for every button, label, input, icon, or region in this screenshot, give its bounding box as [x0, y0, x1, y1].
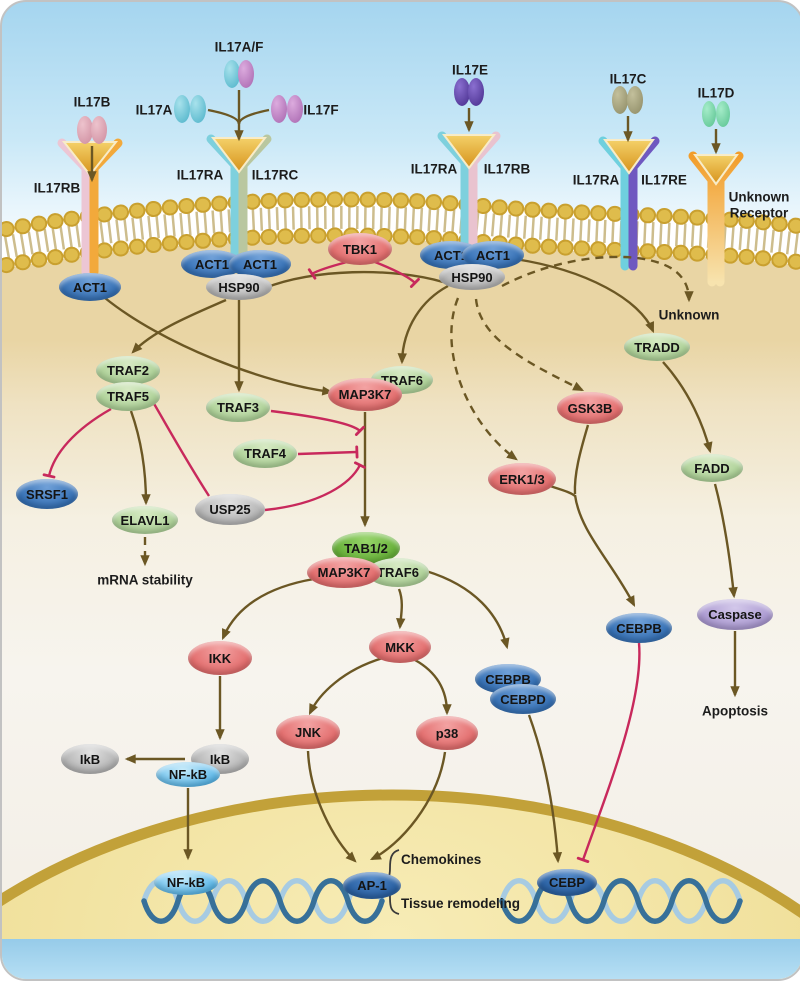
label-mrna-stability: mRNA stability [97, 572, 193, 588]
label-il17ra-r2: IL17RA [176, 167, 224, 183]
node-elavl1: ELAVL1 [112, 506, 178, 534]
node-hsp90-2: HSP90 [439, 264, 505, 290]
ligand-il17e-icon [454, 78, 484, 106]
node-jnk: JNK [276, 715, 340, 749]
activation-arrows [87, 90, 740, 864]
node-traf4: TRAF4 [233, 439, 297, 468]
node-srsf1: SRSF1 [16, 479, 78, 509]
label-il17rb-r1: IL17RB [33, 180, 81, 196]
node-map3k7-lower: MAP3K7 [307, 557, 381, 588]
label-unknown: Unknown [658, 307, 720, 323]
label-il17f: IL17F [303, 102, 339, 118]
plasma-membrane-icon [2, 191, 800, 274]
label-il17a: IL17A [135, 102, 173, 118]
ligand-il17b-icon [77, 116, 107, 144]
inhibition-lines [42, 260, 641, 864]
label-il17e: IL17E [451, 62, 489, 78]
receptor-il17rb [57, 138, 123, 277]
node-tradd: TRADD [624, 333, 690, 361]
receptor-unknown [688, 151, 744, 287]
node-map3k7-upper: MAP3K7 [328, 378, 402, 411]
label-apoptosis: Apoptosis [702, 703, 768, 719]
ligand-il17d-icon [702, 101, 730, 127]
node-ikk: IKK [188, 641, 252, 675]
label-il17d: IL17D [697, 85, 735, 101]
label-il17rb-r3: IL17RB [483, 161, 531, 177]
node-traf3: TRAF3 [206, 393, 270, 422]
label-il17ra-r3: IL17RA [410, 161, 458, 177]
node-cebpd: CEBPD [490, 684, 556, 714]
ligand-il17f-icon [271, 95, 303, 123]
node-tbk1: TBK1 [328, 233, 392, 265]
label-il17re: IL17RE [641, 172, 687, 188]
label-il17ra-r4: IL17RA [572, 172, 620, 188]
node-hsp90-1: HSP90 [206, 274, 272, 300]
node-ap1: AP-1 [343, 872, 401, 899]
dashed-arrows [140, 255, 694, 567]
node-cebpb-single: CEBPB [606, 613, 672, 643]
bottom-band [2, 939, 800, 979]
node-mkk: MKK [369, 631, 431, 663]
node-cebp: CEBP [537, 869, 597, 896]
node-erk13: ERK1/3 [488, 463, 556, 495]
label-il17c: IL17C [609, 71, 647, 87]
node-act1-il17rb: ACT1 [59, 273, 121, 301]
label-chemokines: Chemokines [401, 852, 482, 867]
node-act1-b: ACT1 [229, 250, 291, 278]
node-p38: p38 [416, 716, 478, 750]
ligand-il17af-icon [224, 60, 254, 88]
label-il17af: IL17A/F [214, 39, 264, 55]
label-il17b: IL17B [73, 94, 111, 110]
node-traf2: TRAF2 [96, 356, 160, 385]
ligand-il17c-icon [612, 86, 643, 114]
label-unknown-receptor: Unknown Receptor [728, 189, 790, 220]
node-nfkb-nucleus: NF-kB [154, 870, 218, 895]
node-caspase: Caspase [697, 599, 773, 630]
node-nfkb-cytoplasm: NF-kB [156, 762, 220, 787]
label-tissue-remodeling: Tissue remodeling [401, 896, 521, 911]
ligand-il17a-icon [174, 95, 206, 123]
node-usp25: USP25 [195, 494, 265, 525]
node-ikb-complex: IkB [191, 744, 249, 774]
node-fadd: FADD [681, 454, 743, 482]
nucleus [2, 789, 800, 979]
label-il17rc: IL17RC [251, 167, 299, 183]
dna-helix-icon [499, 878, 743, 924]
receptor-il17ra-il17rb [437, 131, 501, 259]
node-gsk3b: GSK3B [557, 392, 623, 424]
node-traf5: TRAF5 [96, 382, 160, 411]
node-ikb-released: IkB [61, 744, 119, 774]
